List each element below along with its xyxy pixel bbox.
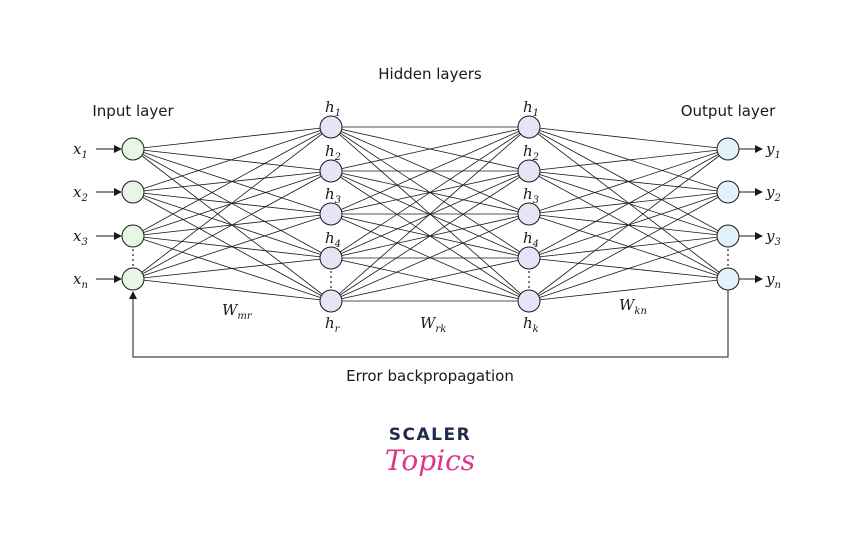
connection-line [528, 235, 729, 302]
ellipsis-dot [132, 264, 134, 266]
connection-line [330, 170, 530, 302]
connection-line [528, 235, 729, 259]
hidden1-label: hr [325, 314, 341, 335]
ellipsis-dot [132, 259, 134, 261]
connection-line [330, 126, 530, 259]
hidden2-label: h3 [523, 185, 539, 206]
ellipsis-dot [528, 276, 530, 278]
input-layer-title: Input layer [92, 102, 174, 120]
ellipsis-dot [330, 281, 332, 283]
output-node [716, 137, 740, 161]
ellipsis-dot [528, 271, 530, 273]
weight-label: Wkn [619, 296, 647, 317]
ellipsis-dot [132, 249, 134, 251]
ellipsis-dot [330, 286, 332, 288]
connection-line [330, 126, 530, 172]
hidden2-label: h4 [523, 229, 539, 250]
brand-scaler: SCALER [389, 425, 471, 445]
input-node [121, 267, 145, 291]
weight-label: Wrk [420, 314, 446, 335]
output-node [716, 180, 740, 204]
hidden-layers-title: Hidden layers [378, 65, 482, 83]
output-node [716, 267, 740, 291]
hidden2-node [517, 115, 541, 139]
hidden1-label: h2 [325, 142, 341, 163]
connection-line [528, 148, 729, 215]
connection-line [330, 257, 530, 302]
connection-line [132, 170, 332, 280]
output-label: yn [765, 270, 781, 291]
connections [132, 126, 729, 302]
ellipsis-dot [330, 276, 332, 278]
output-layer-title: Output layer [681, 102, 776, 120]
connection-line [132, 126, 332, 237]
connection-line [528, 148, 729, 172]
connection-line [132, 148, 332, 172]
error-backprop-label: Error backpropagation [346, 367, 514, 385]
connection-line [132, 278, 332, 302]
hidden1-node [319, 289, 343, 313]
hidden2-label: hk [523, 314, 539, 335]
hidden1-node [319, 246, 343, 270]
connection-line [528, 148, 729, 259]
ellipsis-dot [727, 259, 729, 261]
ellipsis-dot [727, 249, 729, 251]
connection-line [132, 126, 332, 150]
output-label: y2 [765, 183, 781, 204]
connection-line [132, 257, 332, 280]
hidden1-node [319, 115, 343, 139]
input-label: xn [73, 270, 88, 291]
input-node [121, 137, 145, 161]
connection-line [528, 126, 729, 193]
weight-label: Wmr [222, 301, 253, 322]
hidden1-node [319, 159, 343, 183]
output-label: y1 [765, 140, 781, 161]
error-backpropagation-path [129, 290, 729, 358]
connection-line [330, 126, 530, 215]
hidden1-label: h3 [325, 185, 341, 206]
connection-line [330, 126, 530, 302]
hidden2-node [517, 246, 541, 270]
input-label: x1 [73, 140, 88, 161]
input-label: x3 [73, 227, 88, 248]
connection-line [528, 191, 729, 215]
connection-line [528, 148, 729, 302]
connection-line [528, 126, 729, 150]
hidden1-node [319, 202, 343, 226]
ellipsis-dot [528, 286, 530, 288]
connection-line [330, 213, 530, 302]
connection-line [132, 235, 332, 259]
hidden1-label: h4 [325, 229, 341, 250]
connection-line [132, 126, 332, 280]
hidden2-node [517, 202, 541, 226]
scaler-topics-logo: SCALER Topics [385, 425, 475, 477]
ellipsis-dot [528, 281, 530, 283]
hidden2-label: h1 [523, 98, 539, 119]
backprop-arrow [129, 290, 729, 358]
output-node [716, 224, 740, 248]
hidden2-node [517, 289, 541, 313]
hidden2-node [517, 159, 541, 183]
connection-line [132, 126, 332, 193]
connection-line [132, 213, 332, 280]
hidden2-label: h2 [523, 142, 539, 163]
input-node [121, 224, 145, 248]
brand-topics: Topics [385, 444, 475, 477]
ellipsis-dot [727, 254, 729, 256]
ellipsis-dot [330, 271, 332, 273]
ellipsis-dot [132, 254, 134, 256]
input-node [121, 180, 145, 204]
hidden1-label: h1 [325, 98, 341, 119]
connection-line [528, 278, 729, 302]
connection-line [528, 191, 729, 302]
output-label: y3 [765, 227, 781, 248]
ellipsis-dot [727, 264, 729, 266]
input-label: x2 [73, 183, 88, 204]
